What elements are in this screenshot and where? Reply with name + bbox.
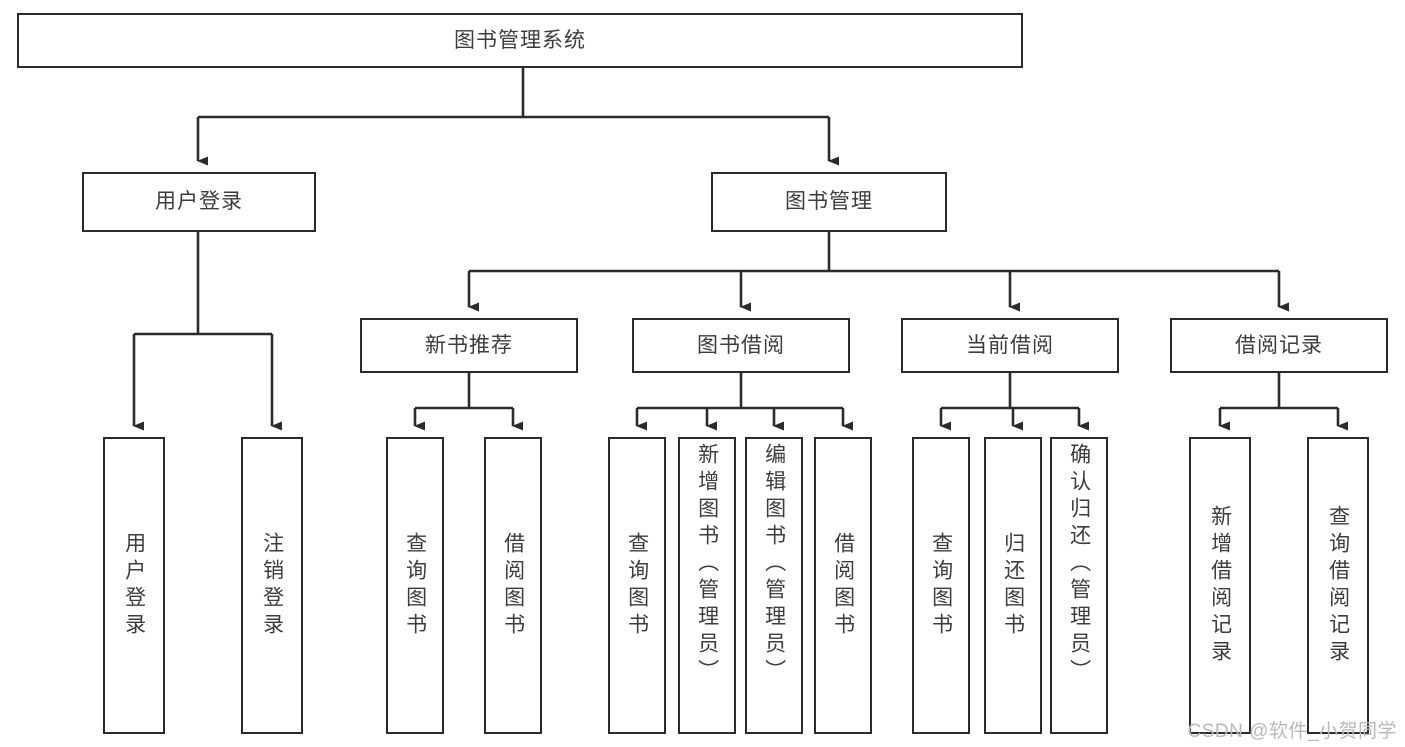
leaf-return-book-label: 归还图书 bbox=[1001, 531, 1025, 640]
node-book-borrow[interactable]: 图书借阅 bbox=[632, 318, 850, 373]
node-user-login[interactable]: 用户登录 bbox=[82, 172, 316, 232]
node-new-book-recommend[interactable]: 新书推荐 bbox=[360, 318, 578, 373]
leaf-logout[interactable]: 注销登录 bbox=[241, 437, 303, 734]
node-current-borrow[interactable]: 当前借阅 bbox=[901, 318, 1119, 373]
node-borrow-record[interactable]: 借阅记录 bbox=[1170, 318, 1388, 373]
leaf-edit-book-admin-label: 编辑图书（管理员） bbox=[762, 443, 786, 686]
leaf-borrow-book-1-label: 借阅图书 bbox=[501, 531, 525, 640]
leaf-query-book-1[interactable]: 查询图书 bbox=[386, 437, 444, 734]
node-root[interactable]: 图书管理系统 bbox=[17, 13, 1023, 68]
node-borrow-record-label: 借阅记录 bbox=[1235, 333, 1323, 357]
leaf-add-book-admin-label: 新增图书（管理员） bbox=[695, 443, 719, 686]
node-book-manage[interactable]: 图书管理 bbox=[711, 172, 947, 232]
leaf-borrow-book-2[interactable]: 借阅图书 bbox=[814, 437, 872, 734]
leaf-borrow-book-2-label: 借阅图书 bbox=[831, 531, 855, 640]
node-new-book-recommend-label: 新书推荐 bbox=[425, 333, 513, 357]
leaf-add-borrow-record-label: 新增借阅记录 bbox=[1208, 504, 1232, 667]
leaf-query-book-3-label: 查询图书 bbox=[929, 531, 953, 640]
leaf-borrow-book-1[interactable]: 借阅图书 bbox=[484, 437, 542, 734]
node-root-label: 图书管理系统 bbox=[454, 28, 586, 52]
node-book-borrow-label: 图书借阅 bbox=[697, 333, 785, 357]
leaf-add-borrow-record[interactable]: 新增借阅记录 bbox=[1189, 437, 1251, 734]
node-book-manage-label: 图书管理 bbox=[785, 190, 873, 214]
leaf-query-book-1-label: 查询图书 bbox=[403, 531, 427, 640]
leaf-add-book-admin[interactable]: 新增图书（管理员） bbox=[678, 437, 736, 734]
leaf-query-borrow-record[interactable]: 查询借阅记录 bbox=[1307, 437, 1369, 734]
leaf-query-book-3[interactable]: 查询图书 bbox=[912, 437, 970, 734]
leaf-user-login[interactable]: 用户登录 bbox=[103, 437, 165, 734]
leaf-confirm-return-admin[interactable]: 确认归还（管理员） bbox=[1050, 437, 1108, 734]
node-user-login-label: 用户登录 bbox=[155, 190, 243, 214]
leaf-logout-label: 注销登录 bbox=[260, 531, 284, 640]
watermark-text: CSDN @软件_小贺同学 bbox=[1187, 721, 1397, 742]
leaf-query-book-2[interactable]: 查询图书 bbox=[608, 437, 666, 734]
leaf-edit-book-admin[interactable]: 编辑图书（管理员） bbox=[745, 437, 803, 734]
leaf-query-borrow-record-label: 查询借阅记录 bbox=[1326, 504, 1350, 667]
leaf-user-login-label: 用户登录 bbox=[122, 531, 146, 640]
leaf-query-book-2-label: 查询图书 bbox=[625, 531, 649, 640]
leaf-confirm-return-admin-label: 确认归还（管理员） bbox=[1067, 443, 1091, 686]
leaf-return-book[interactable]: 归还图书 bbox=[984, 437, 1042, 734]
node-current-borrow-label: 当前借阅 bbox=[966, 333, 1054, 357]
